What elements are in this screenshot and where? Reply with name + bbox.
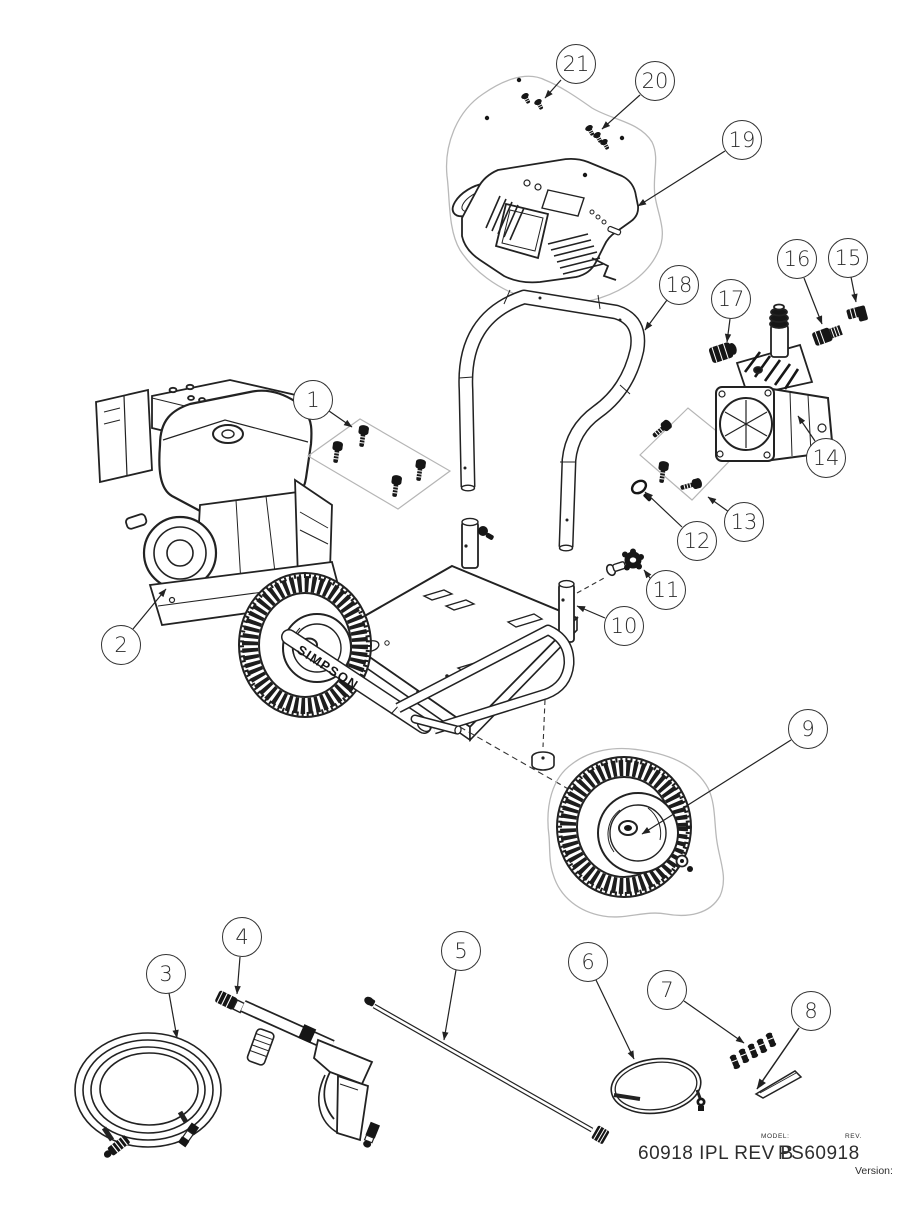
engine xyxy=(95,379,344,626)
cleaning-tool xyxy=(754,1070,803,1099)
callout-21: 21 xyxy=(556,44,596,84)
callout-6: 6 xyxy=(568,942,608,982)
callout-12: 12 xyxy=(677,521,717,561)
pressure-hose xyxy=(74,1032,222,1158)
version-label: Version: xyxy=(855,1165,893,1177)
callout-15: 15 xyxy=(828,238,868,278)
spray-wand xyxy=(364,996,610,1144)
doc-number: 60918 IPL REV B xyxy=(638,1143,794,1164)
outlet-fitting-item-16 xyxy=(812,325,843,346)
model-label: MODEL: xyxy=(761,1133,790,1140)
pump-assembly xyxy=(715,303,835,462)
model-value: PS60918 xyxy=(778,1143,860,1164)
rev-label: REV. xyxy=(845,1133,862,1140)
callout-18: 18 xyxy=(659,265,699,305)
control-panel xyxy=(451,157,639,284)
pump-fittings xyxy=(708,305,868,363)
callout-14: 14 xyxy=(806,438,846,478)
engine-bolt-set xyxy=(306,418,452,510)
callout-1: 1 xyxy=(293,380,333,420)
callout-10: 10 xyxy=(604,606,644,646)
clamp-knob-item-11 xyxy=(605,548,644,577)
elbow-fitting-item-15 xyxy=(846,305,868,322)
right-wheel xyxy=(556,756,693,898)
callout-19: 19 xyxy=(722,120,762,160)
handle-bar xyxy=(458,289,646,552)
callout-3: 3 xyxy=(146,954,186,994)
panel-revision-cloud xyxy=(445,75,663,304)
inlet-plug-item-17 xyxy=(708,342,737,363)
callout-16: 16 xyxy=(777,239,817,279)
callout-5: 5 xyxy=(441,931,481,971)
callout-7: 7 xyxy=(647,970,687,1010)
washer-item-12 xyxy=(630,479,652,502)
callout-13: 13 xyxy=(724,502,764,542)
leader-lines xyxy=(132,79,858,1090)
callout-8: 8 xyxy=(791,991,831,1031)
callout-2: 2 xyxy=(101,625,141,665)
panel-screws xyxy=(484,77,625,178)
callout-17: 17 xyxy=(711,279,751,319)
wheel-revision-cloud xyxy=(547,747,725,918)
callout-9: 9 xyxy=(788,709,828,749)
callout-20: 20 xyxy=(635,61,675,101)
spray-gun xyxy=(215,990,381,1148)
callout-4: 4 xyxy=(222,917,262,957)
callout-11: 11 xyxy=(646,570,686,610)
siphon-hose xyxy=(610,1057,706,1115)
